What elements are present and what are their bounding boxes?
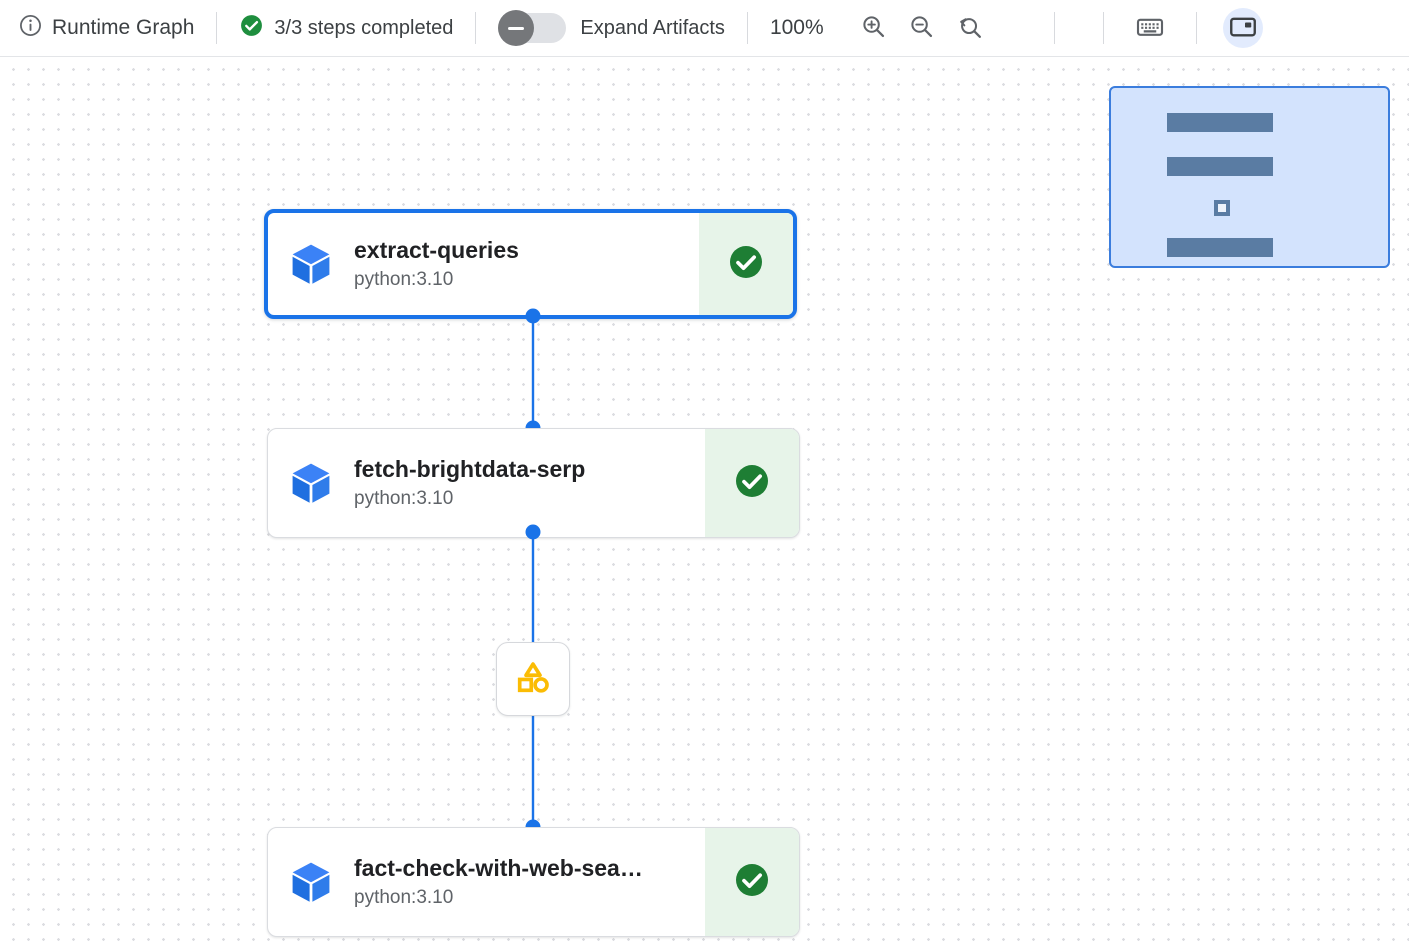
steps-completed-label: 3/3 steps completed — [274, 16, 454, 39]
minimap-panel-icon — [1228, 12, 1258, 45]
toolbar-divider — [1102, 12, 1104, 44]
zoom-in-icon — [860, 13, 887, 43]
zoom-reset-button[interactable] — [950, 8, 990, 48]
graph-node-fact-check-with-web-search[interactable]: fact-check-with-web-sea… python:3.10 — [267, 827, 800, 937]
zoom-in-button[interactable] — [854, 8, 894, 48]
keyboard-shortcuts-group — [1104, 8, 1196, 48]
node-status-badge — [699, 213, 793, 315]
graph-node-fetch-brightdata-serp[interactable]: fetch-brightdata-serp python:3.10 — [267, 428, 800, 538]
node-title: extract-queries — [354, 236, 519, 263]
node-title: fact-check-with-web-sea… — [354, 854, 643, 881]
minimap-panel-button[interactable] — [1222, 8, 1263, 48]
runtime-graph-toolbar: Runtime Graph 3/3 steps completed Expand… — [0, 0, 1409, 57]
minimap-node — [1167, 238, 1273, 257]
minimap-node — [1167, 157, 1273, 176]
node-subtitle: python:3.10 — [354, 886, 454, 908]
node-subtitle: python:3.10 — [354, 487, 454, 509]
toolbar-divider — [216, 12, 218, 44]
toolbar-divider — [475, 12, 477, 44]
node-text-block: extract-queries python:3.10 — [354, 213, 699, 315]
minimap-artifact-node — [1214, 200, 1230, 216]
zoom-controls: 100% — [748, 8, 1006, 48]
graph-artifact-node[interactable] — [496, 642, 570, 716]
steps-status-group: 3/3 steps completed — [217, 13, 475, 44]
node-text-block: fact-check-with-web-sea… python:3.10 — [354, 828, 705, 936]
check-circle-icon — [239, 13, 264, 44]
keyboard-shortcuts-button[interactable] — [1130, 8, 1170, 48]
graph-minimap[interactable] — [1109, 86, 1390, 268]
shapes-artifact-icon — [512, 656, 554, 703]
toggle-off-dash-icon — [508, 26, 525, 30]
node-handle-source[interactable] — [525, 524, 541, 540]
expand-artifacts-label: Expand Artifacts — [580, 16, 725, 39]
panel-toggle-group — [1197, 8, 1289, 48]
node-handle-source[interactable] — [525, 308, 541, 324]
page-title: Runtime Graph — [52, 16, 195, 39]
zoom-out-button[interactable] — [902, 8, 942, 48]
check-circle-icon — [726, 242, 766, 287]
toggle-thumb — [498, 10, 535, 46]
expand-artifacts-group: Expand Artifacts — [476, 10, 747, 46]
zoom-reset-icon — [956, 13, 983, 43]
graph-canvas[interactable]: extract-queries python:3.10 fetch-bright… — [0, 57, 1409, 950]
cube-icon — [268, 429, 354, 537]
info-circle-icon — [18, 13, 43, 44]
keyboard-icon — [1135, 12, 1165, 45]
check-circle-icon — [732, 860, 772, 905]
expand-artifacts-toggle[interactable] — [498, 10, 567, 46]
page-title-group: Runtime Graph — [0, 13, 216, 44]
cube-icon — [268, 828, 354, 936]
toolbar-divider — [746, 12, 748, 44]
cube-icon — [268, 213, 354, 315]
toolbar-divider — [1053, 12, 1055, 44]
check-circle-icon — [732, 461, 772, 506]
zoom-level-label: 100% — [769, 16, 824, 39]
zoom-out-icon — [908, 13, 935, 43]
node-subtitle: python:3.10 — [354, 268, 454, 290]
minimap-node — [1167, 113, 1273, 132]
graph-node-extract-queries[interactable]: extract-queries python:3.10 — [264, 209, 797, 319]
node-text-block: fetch-brightdata-serp python:3.10 — [354, 429, 705, 537]
toolbar-divider — [1195, 12, 1197, 44]
node-status-badge — [705, 429, 799, 537]
node-title: fetch-brightdata-serp — [354, 455, 586, 482]
node-status-badge — [705, 828, 799, 936]
